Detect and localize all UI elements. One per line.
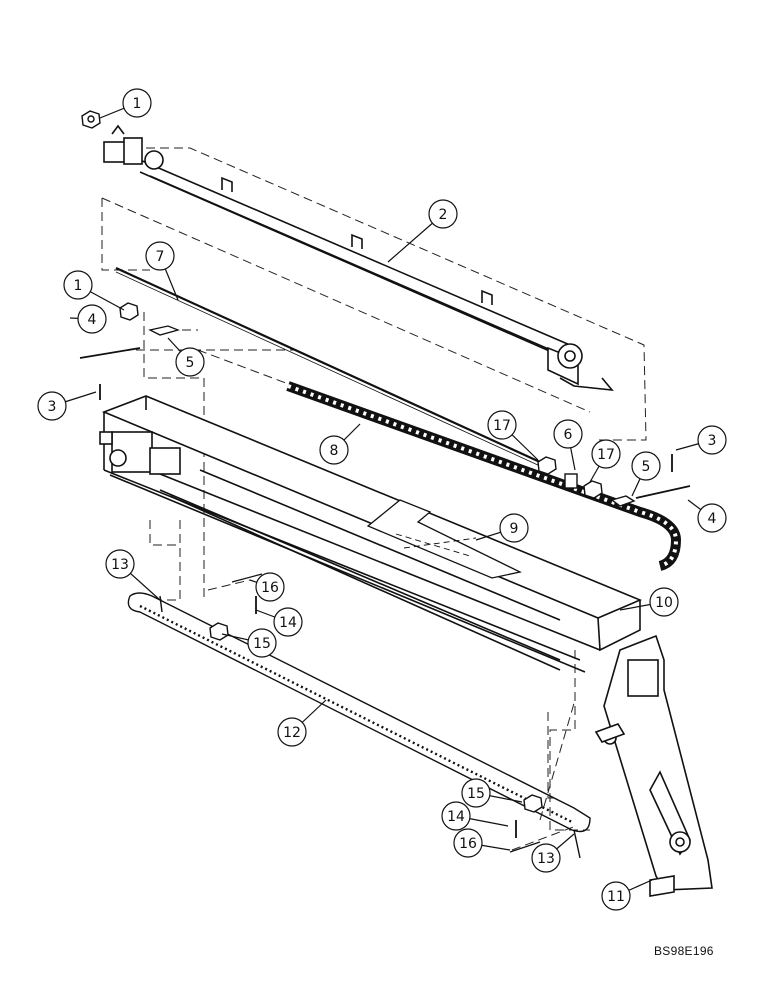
callout-number: 13 [537, 851, 555, 867]
callout-number: 4 [708, 511, 717, 527]
callout-circle [77, 304, 107, 334]
wear-pad [366, 499, 522, 579]
callout-number: 15 [253, 636, 271, 652]
callout-number: 12 [283, 725, 301, 741]
callout-number: 9 [510, 521, 519, 537]
callout-number: 10 [655, 595, 673, 611]
callout-circle [175, 347, 205, 377]
callout-number: 5 [642, 459, 651, 475]
callout-number: 6 [564, 427, 573, 443]
callout-circle [319, 435, 349, 465]
callout-number: 8 [330, 443, 339, 459]
upper-tube-assembly [103, 124, 614, 392]
callout-circle [649, 587, 679, 617]
callout-number: 15 [467, 786, 485, 802]
callout-circle [105, 549, 135, 579]
callout-number: 14 [279, 615, 297, 631]
callout-number: 16 [261, 580, 279, 596]
callout-number: 3 [708, 433, 717, 449]
callout-circle [428, 199, 458, 229]
right-hardware-parts [537, 454, 691, 507]
callout-circle [499, 513, 529, 543]
callout-number: 14 [447, 809, 465, 825]
callout-circle [453, 828, 483, 858]
callout-number: 17 [493, 418, 511, 434]
nut-part [119, 302, 139, 321]
callout-circle [487, 410, 517, 440]
callout-circle [461, 778, 491, 808]
drawing-code: BS98E196 [654, 944, 714, 958]
drive-rod [115, 266, 541, 464]
callout-number: 17 [597, 447, 615, 463]
callout-circle [591, 439, 621, 469]
bolt-part [79, 347, 141, 359]
callout-circle [145, 241, 175, 271]
callout-circle [255, 572, 285, 602]
nut-part [81, 110, 101, 129]
callout-number: 7 [156, 249, 165, 265]
callout-number: 1 [133, 96, 142, 112]
callout-number: 13 [111, 557, 129, 573]
callout-circle [273, 607, 303, 637]
callout-circle [697, 503, 727, 533]
callout-number: 16 [459, 836, 477, 852]
support-arm [594, 634, 713, 897]
callout-circle [601, 881, 631, 911]
drag-chain [286, 381, 682, 571]
callout-number: 1 [74, 278, 83, 294]
callout-number: 5 [186, 355, 195, 371]
callout-circle [631, 451, 661, 481]
callout-number: 2 [439, 207, 448, 223]
callout-circle [247, 628, 277, 658]
bottom-chain [127, 592, 591, 833]
callout-circle [63, 270, 93, 300]
callout-circle [531, 843, 561, 873]
callout-circle [37, 391, 67, 421]
callout-circle [277, 717, 307, 747]
callout-number: 4 [88, 312, 97, 328]
clevis-part [148, 325, 181, 336]
callout-number: 11 [607, 889, 625, 905]
callout-circle [441, 801, 471, 831]
callout-circle [553, 419, 583, 449]
callout-circle [697, 425, 727, 455]
callout-number: 3 [48, 399, 57, 415]
callout-circle [122, 88, 152, 118]
